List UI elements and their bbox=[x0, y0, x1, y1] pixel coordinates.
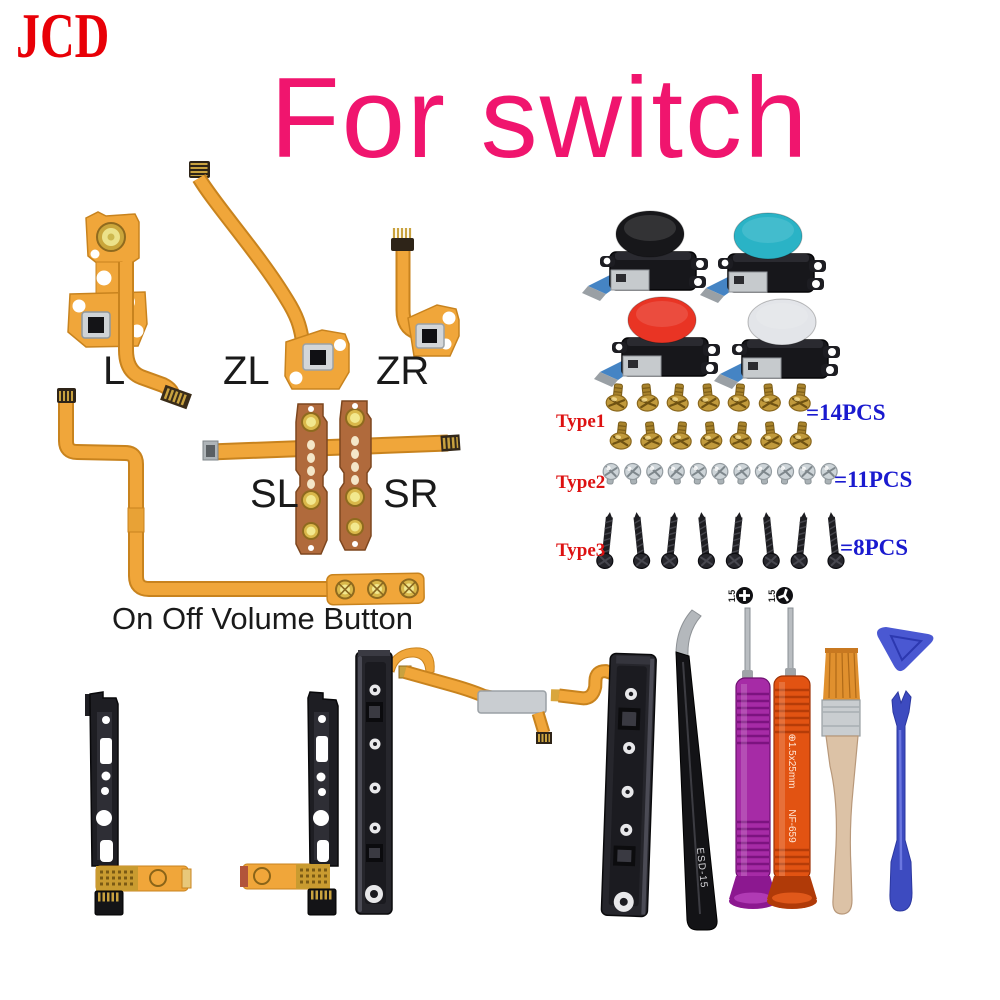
type1-screw bbox=[604, 381, 631, 414]
joystick-white bbox=[713, 298, 841, 390]
page-title: For switch bbox=[270, 55, 810, 182]
type1-screw bbox=[637, 419, 664, 452]
screwdriver-orange-spec: ⊕1.5x25mm bbox=[786, 733, 797, 788]
type3-screw bbox=[627, 510, 652, 571]
screwdriver-purple bbox=[729, 607, 777, 909]
part-label-sl: SL bbox=[250, 472, 299, 516]
flex-cable-l bbox=[67, 211, 192, 410]
volume-buttons bbox=[335, 578, 419, 600]
type2-screw bbox=[644, 461, 665, 486]
type2-screw bbox=[710, 461, 731, 486]
flex-cable-right-rail bbox=[398, 665, 552, 744]
sl-flex-strip bbox=[295, 403, 328, 555]
part-label-volume: On Off Volume Button bbox=[112, 601, 413, 636]
screw-type1-count: =14PCS bbox=[806, 400, 886, 425]
type3-screw bbox=[724, 510, 749, 571]
cleaning-brush bbox=[821, 648, 861, 915]
type1-screw bbox=[634, 381, 661, 414]
flex-cable-zr bbox=[391, 228, 460, 357]
part-label-sr: SR bbox=[383, 472, 439, 516]
type1-screw bbox=[608, 419, 635, 452]
type3-screw bbox=[789, 510, 814, 571]
type2-screw bbox=[731, 461, 752, 486]
type1-screw bbox=[668, 419, 695, 452]
type2-screw bbox=[797, 461, 818, 486]
type1-screw bbox=[788, 419, 815, 452]
rail-right-plastic bbox=[240, 691, 339, 916]
type2-screw bbox=[753, 461, 774, 486]
type2-screw bbox=[666, 461, 687, 486]
flex-cable-volume bbox=[57, 388, 425, 606]
type2-screw bbox=[775, 461, 796, 486]
type3-screw bbox=[692, 510, 717, 571]
screw-type1-label: Type1 bbox=[556, 411, 606, 432]
type1-screw bbox=[756, 381, 783, 414]
joystick-teal bbox=[699, 212, 827, 304]
type1-screw bbox=[665, 381, 692, 414]
spudger bbox=[889, 690, 913, 912]
type3-screw bbox=[659, 510, 684, 571]
joystick-black bbox=[581, 210, 709, 302]
triwing-bit-size: 1.5 bbox=[767, 590, 777, 603]
type2-screw bbox=[688, 461, 709, 486]
l-flex-connector bbox=[160, 384, 192, 410]
rail-metal-left bbox=[355, 647, 435, 915]
type3-screw bbox=[757, 510, 781, 571]
rail-metal-right bbox=[550, 652, 657, 918]
pry-pick-triangle bbox=[877, 627, 934, 672]
joystick-red bbox=[593, 296, 721, 388]
screwdriver-orange-model: NF-659 bbox=[786, 809, 797, 843]
type1-screw bbox=[697, 419, 724, 452]
screw-type2-label: Type2 bbox=[556, 472, 606, 493]
triwing-bit-icon bbox=[776, 587, 793, 604]
part-label-l: L bbox=[103, 349, 126, 393]
flex-cable-zl bbox=[189, 161, 350, 390]
tweezers: ESD-15 bbox=[675, 609, 718, 931]
part-label-zl: ZL bbox=[223, 349, 270, 393]
type1-screw bbox=[728, 419, 755, 452]
rail-left-plastic bbox=[85, 691, 192, 916]
type1-screw bbox=[757, 419, 784, 452]
sl-sr-connector bbox=[440, 434, 461, 452]
phillips-bit-size: 1.5 bbox=[727, 590, 737, 603]
tweezers-label: ESD-15 bbox=[694, 847, 709, 889]
screw-type3-label: Type3 bbox=[556, 540, 606, 561]
brand-logo: JCD bbox=[16, 0, 110, 71]
flex-cable-sl-sr bbox=[202, 400, 461, 555]
screw-type2-count: =11PCS bbox=[834, 467, 913, 492]
part-label-zr: ZR bbox=[376, 349, 430, 393]
screwdriver-orange: ⊕1.5x25mm NF-659 bbox=[767, 607, 817, 909]
phillips-bit-icon bbox=[736, 587, 753, 604]
type2-screw bbox=[622, 461, 643, 486]
screw-type3-count: =8PCS bbox=[840, 535, 909, 560]
type1-screw bbox=[695, 381, 722, 414]
sr-flex-strip bbox=[339, 400, 372, 551]
